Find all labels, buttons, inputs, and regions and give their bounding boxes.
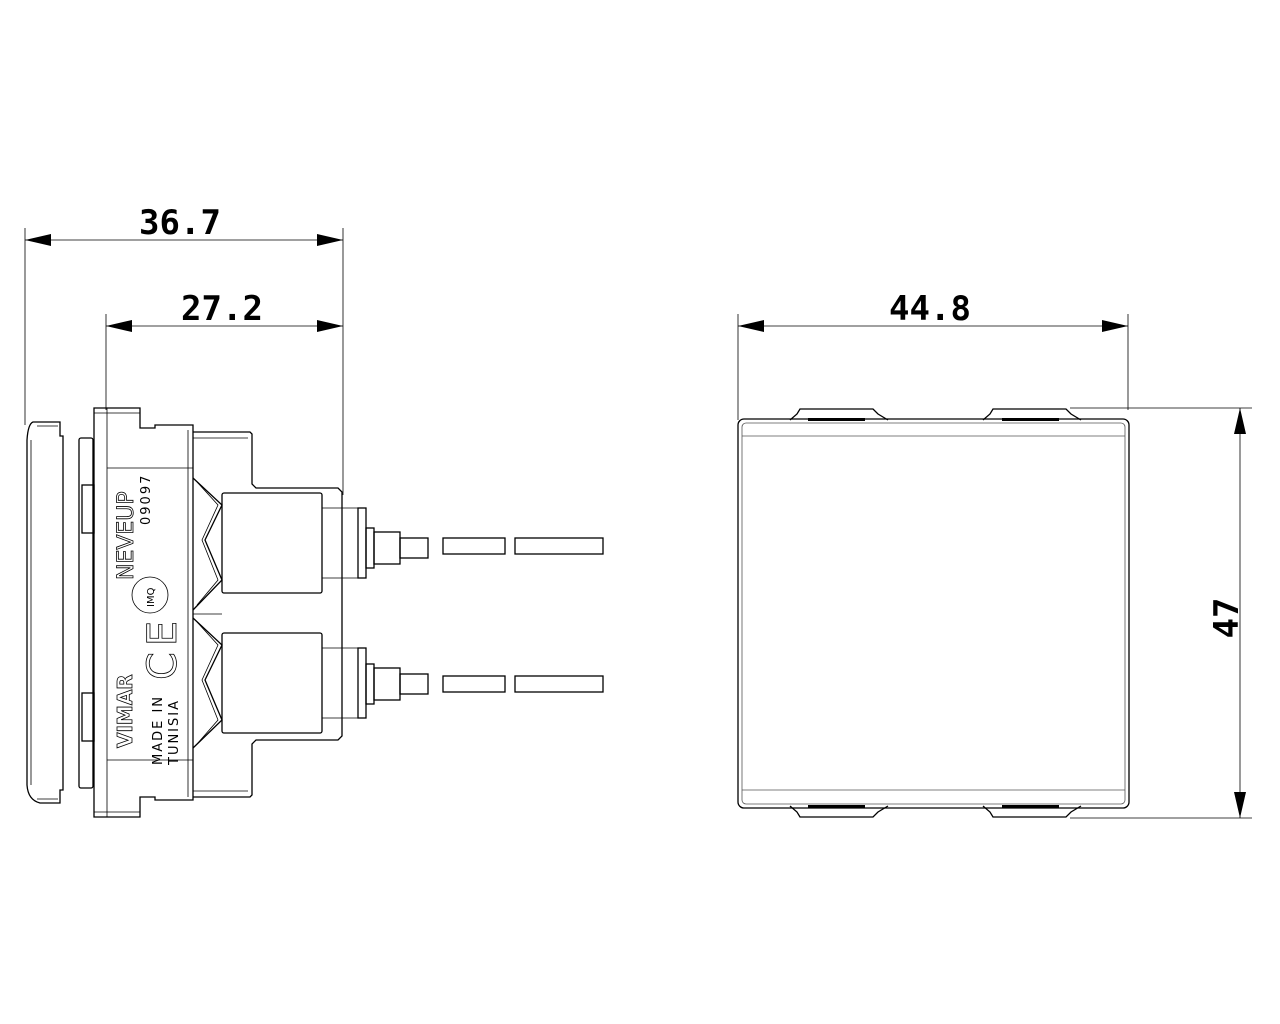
product-marking: NEVEUP (114, 491, 139, 580)
dimension-width: 44.8 (737, 289, 1129, 420)
terminal-block-bottom (221, 632, 323, 734)
imq-mark: IMQ (131, 576, 169, 614)
dimension-body-depth: 27.2 (105, 289, 343, 410)
dimension-label-width: 44.8 (889, 289, 971, 329)
terminal-pin-top (322, 507, 604, 579)
side-view: 36.7 27.2 VIMAR NEVEUP 09097 MADE IN TUN… (24, 203, 604, 818)
frame (93, 407, 194, 818)
front-plate (737, 418, 1130, 809)
dimension-label-height: 47 (1207, 598, 1247, 639)
dimension-label-overall-depth: 36.7 (139, 203, 221, 243)
terminal-block-top (221, 492, 323, 594)
dimension-label-body-depth: 27.2 (181, 289, 263, 329)
front-view: 44.8 47 (737, 289, 1252, 819)
origin-line1: MADE IN (151, 695, 166, 765)
cover-key (26, 421, 64, 804)
imq-mark-label: IMQ (146, 587, 157, 607)
terminal-pin-bottom (322, 647, 604, 719)
connector-housing (193, 431, 343, 798)
dimension-overall-depth: 36.7 (24, 203, 344, 495)
dimension-height: 47 (1070, 407, 1252, 819)
support-plate (78, 437, 94, 789)
code-marking: 09097 (139, 474, 154, 525)
ce-mark: CE (140, 615, 186, 680)
origin-line2: TUNISIA (167, 699, 182, 766)
brand-marking: VIMAR (113, 674, 137, 748)
